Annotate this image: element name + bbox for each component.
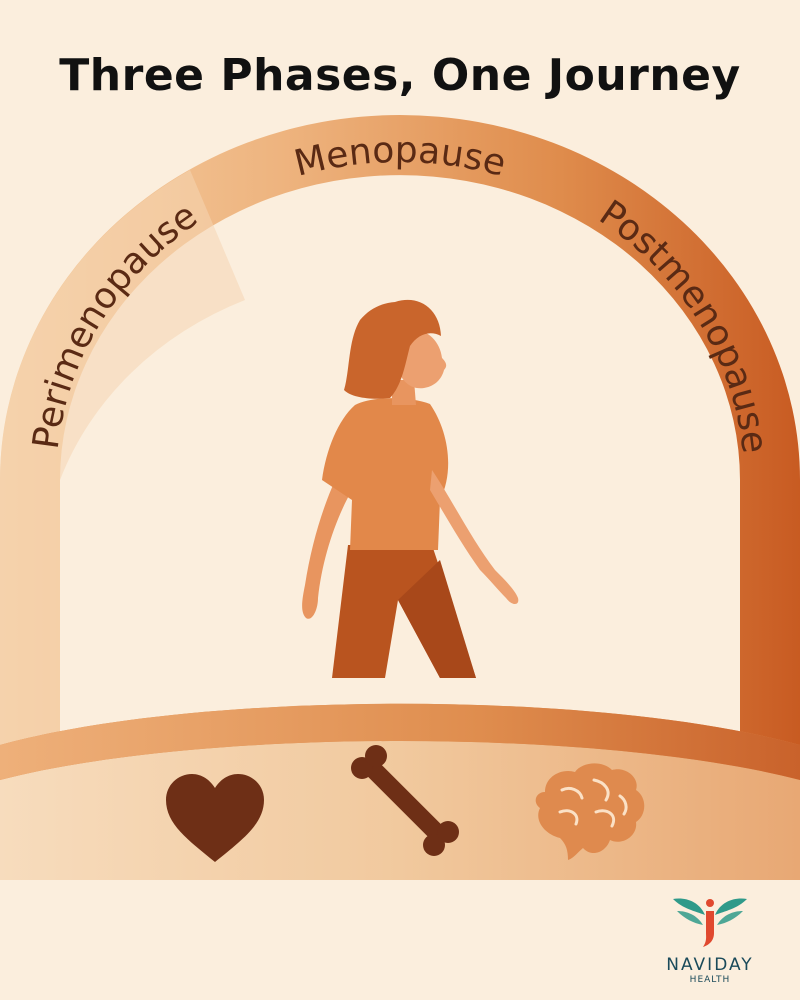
logo-mark-icon (673, 898, 747, 947)
heart-icon (166, 774, 264, 862)
naviday-health-logo: NAVIDAY HEALTH (655, 893, 765, 985)
phase-label-menopause: Menopause (290, 130, 510, 185)
footer-band (0, 880, 800, 1000)
logo-subtitle: HEALTH (689, 975, 731, 985)
walking-woman-figure (302, 299, 519, 678)
page-title: Three Phases, One Journey (59, 50, 741, 101)
phase-arch (0, 115, 800, 900)
brain-icon (535, 763, 645, 860)
logo-name: NAVIDAY (666, 955, 754, 975)
bone-icon (351, 745, 459, 856)
